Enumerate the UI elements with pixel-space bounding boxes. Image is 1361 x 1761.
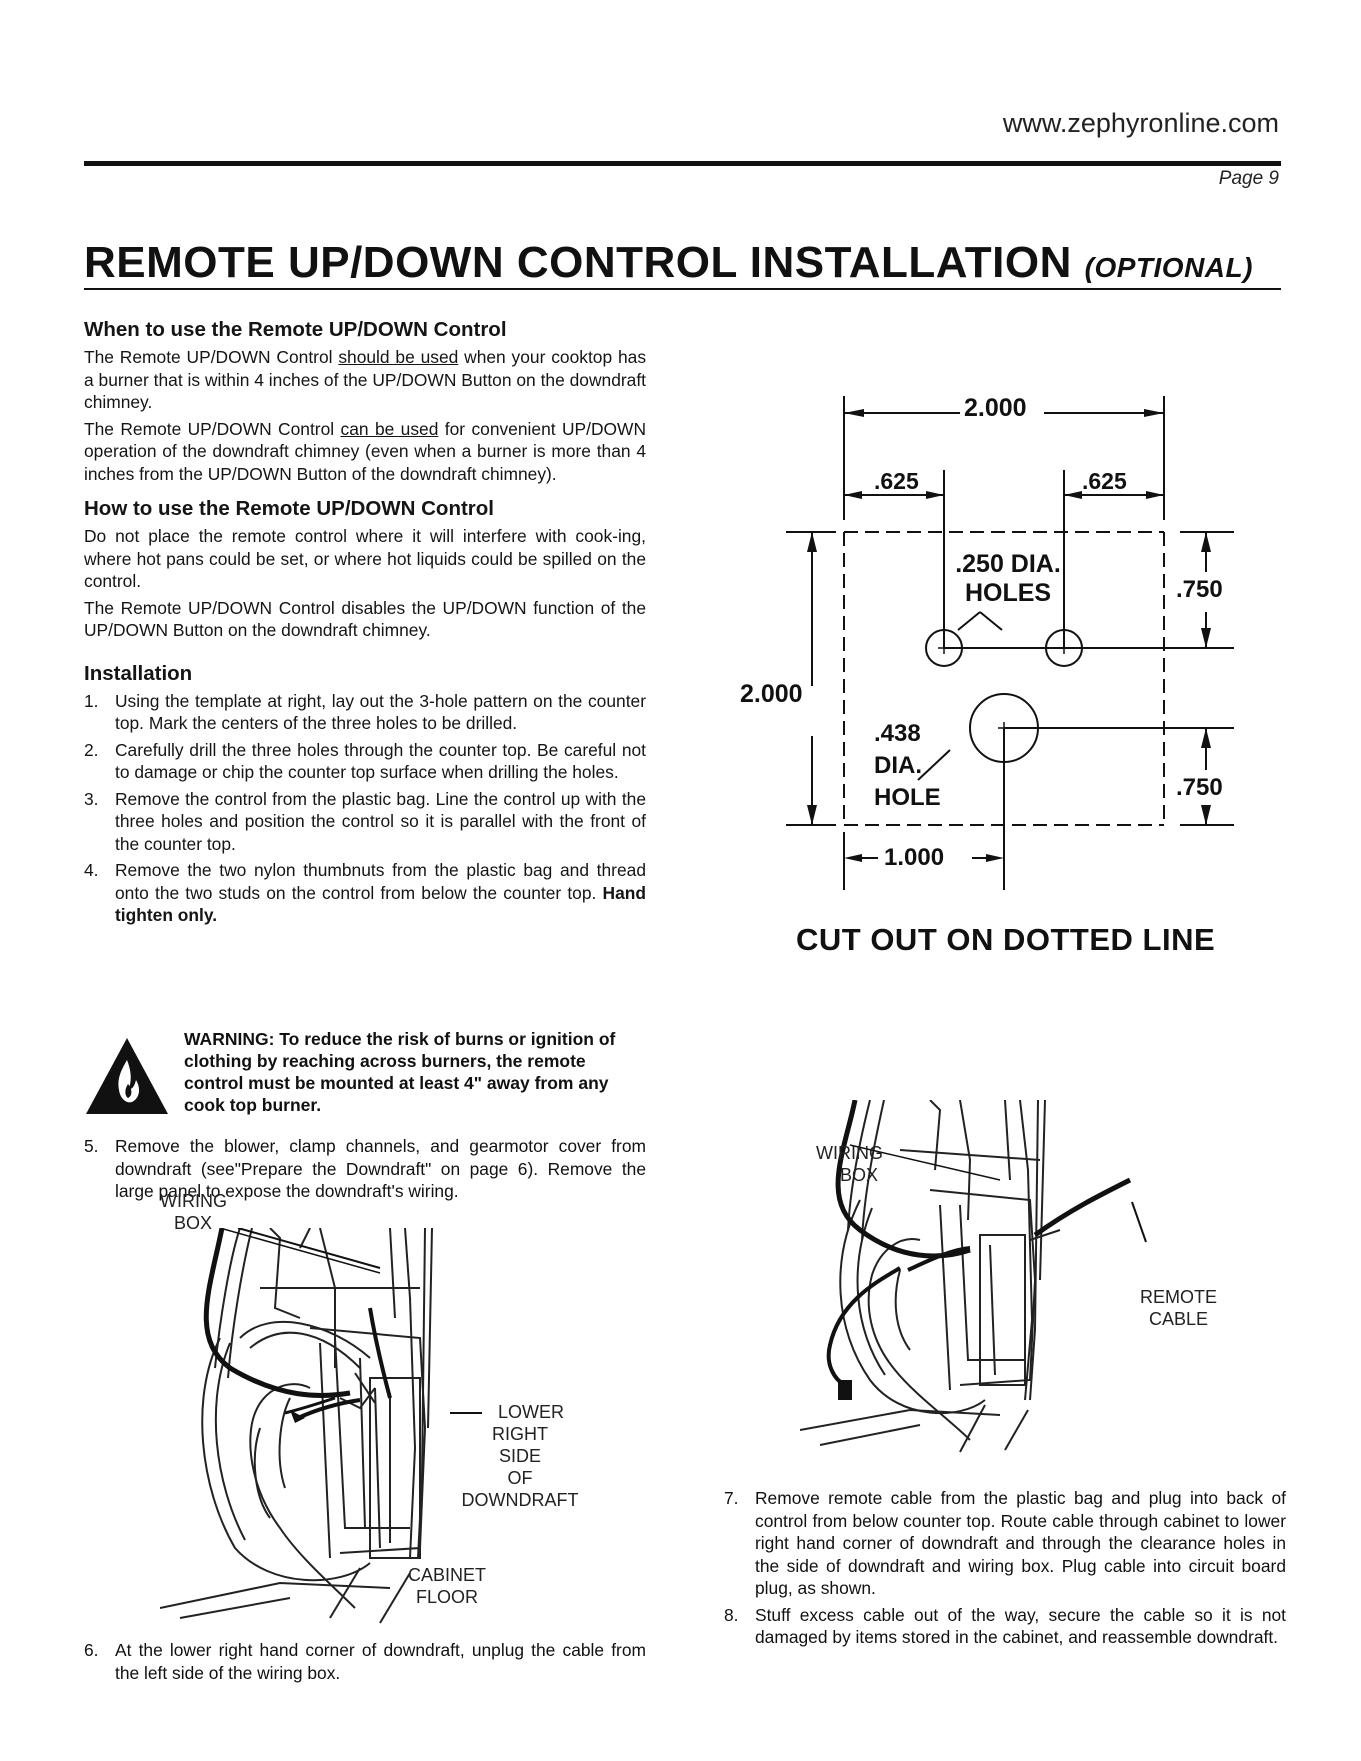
list-item: 7.Remove remote cable from the plastic b… [724, 1488, 1286, 1598]
how-paragraph-1: Do not place the remote control where it… [84, 526, 646, 591]
list-item: 4.Remove the two nylon thumbnuts from th… [84, 860, 646, 925]
title-main: REMOTE UP/DOWN CONTROL INSTALLATION [84, 238, 1072, 287]
wiring-box-leader-right [849, 1144, 1001, 1181]
step-5: 5.Remove the blower, clamp channels, and… [84, 1135, 646, 1207]
left-offset-dimension: .625 [874, 468, 919, 494]
list-item: 6.At the lower right hand corner of down… [84, 1640, 646, 1683]
warning-block: WARNING: To reduce the risk of burns or … [84, 1028, 646, 1118]
header-rule [84, 161, 1281, 166]
wiring-box-leader [219, 1228, 381, 1274]
remote-cable-leader [1131, 1201, 1147, 1243]
downdraft-illustration [160, 1228, 433, 1624]
installation-heading: Installation [84, 661, 193, 685]
bottom-dimension: 1.000 [884, 844, 945, 871]
left-column: When to use the Remote UP/DOWN Control T… [84, 318, 646, 931]
warning-text: WARNING: To reduce the risk of burns or … [184, 1029, 616, 1115]
right-offset-dimension: .625 [1082, 468, 1127, 494]
list-item: 8.Stuff excess cable out of the way, sec… [724, 1604, 1286, 1648]
page-number: Page 9 [1218, 168, 1279, 189]
list-item: 3.Remove the control from the plastic ba… [84, 788, 646, 854]
upper-right-dimension: .750 [1176, 576, 1223, 603]
list-item: 2.Carefully drill the three holes throug… [84, 739, 646, 783]
remote-cable-illustration [800, 1100, 1147, 1453]
when-paragraph-2: The Remote UP/DOWN Control can be used f… [84, 418, 647, 484]
page-title: REMOTE UP/DOWN CONTROL INSTALLATION (OPT… [84, 238, 1281, 290]
height-dimension: 2.000 [740, 680, 803, 708]
list-item: 5.Remove the blower, clamp channels, and… [84, 1136, 646, 1201]
lower-right-leader [450, 1412, 482, 1414]
cut-out-instruction: CUT OUT ON DOTTED LINE [796, 922, 1216, 957]
step-6: 6.At the lower right hand corner of down… [84, 1639, 646, 1688]
fire-warning-icon [86, 1038, 168, 1114]
lower-right-dimension: .750 [1176, 774, 1223, 801]
title-optional: (OPTIONAL) [1084, 252, 1253, 283]
how-heading: How to use the Remote UP/DOWN Control [84, 497, 494, 520]
website-url: www.zephyronline.com [1002, 108, 1279, 138]
template-drawing [786, 396, 1234, 890]
small-holes-label: .250 DIA.HOLES [955, 550, 1061, 607]
list-item: 1.Using the template at right, lay out t… [84, 690, 646, 734]
when-paragraph-1: The Remote UP/DOWN Control should be use… [84, 347, 647, 412]
how-paragraph-2: The Remote UP/DOWN Control disables the … [84, 597, 646, 641]
cutout-template: 2.000 .625 .625 .250 DIA.HOLES 2.000 .75… [740, 380, 1240, 900]
width-dimension: 2.000 [964, 394, 1027, 422]
installation-steps: 1.Using the template at right, lay out t… [84, 690, 646, 927]
steps-7-8: 7.Remove remote cable from the plastic b… [724, 1487, 1286, 1653]
when-heading: When to use the Remote UP/DOWN Control [84, 318, 507, 341]
